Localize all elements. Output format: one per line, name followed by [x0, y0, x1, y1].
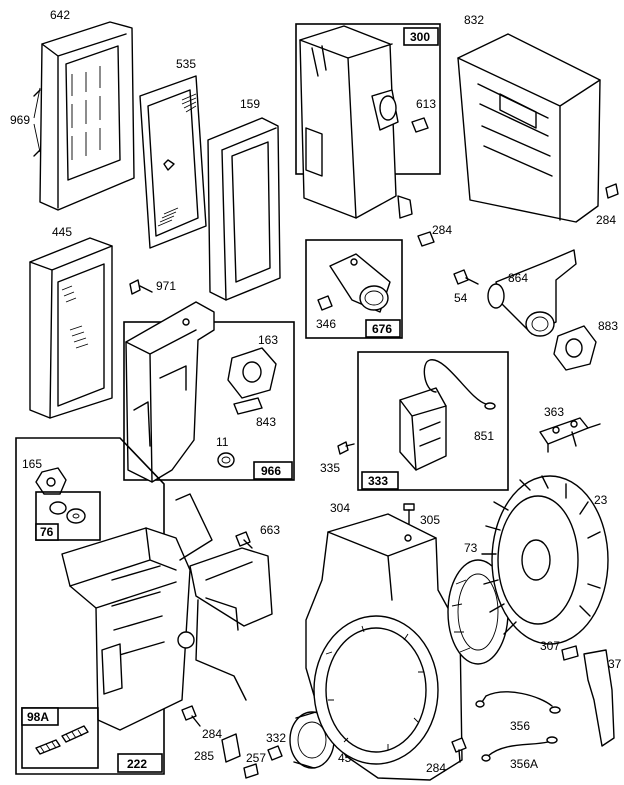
- label-163: 163: [258, 333, 278, 347]
- part-966-bracket: [125, 301, 215, 483]
- part-356a-wire: [481, 736, 558, 762]
- part-23-flywheel: [481, 475, 609, 645]
- screw-284-low-left-icon: [181, 705, 201, 727]
- screw-284-top-icon: [605, 183, 619, 199]
- screw-335-icon: [337, 441, 355, 455]
- part-676-elbow: [329, 253, 391, 313]
- label-23: 23: [594, 493, 608, 507]
- part-163-gasket: [227, 347, 277, 399]
- label-284-low-left: 284: [202, 727, 222, 741]
- label-535: 535: [176, 57, 196, 71]
- part-37-brake: [583, 649, 615, 747]
- screw-54-shank: [465, 277, 479, 285]
- label-966: 966: [261, 464, 281, 478]
- tag-333: [361, 471, 399, 490]
- label-37: 37: [608, 657, 622, 671]
- label-445: 445: [52, 225, 72, 239]
- label-159: 159: [240, 97, 260, 111]
- part-159-tray: [207, 117, 281, 301]
- box-76: [35, 491, 101, 541]
- part-73-cup: [447, 559, 509, 665]
- tag-300: [403, 27, 439, 46]
- tag-98a: [21, 707, 59, 726]
- screw-346-icon: [317, 295, 333, 311]
- label-333: 333: [368, 474, 388, 488]
- tag-222: [117, 753, 163, 773]
- label-356a: 356A: [510, 757, 538, 771]
- spring-98a-icon: [35, 725, 89, 755]
- tag-76: [35, 523, 59, 541]
- box-98a: [21, 707, 99, 769]
- part-535-filter: [139, 75, 207, 249]
- part-864-elbow: [487, 249, 577, 337]
- label-843: 843: [256, 415, 276, 429]
- label-284-top: 284: [596, 213, 616, 227]
- part-363-switch: [539, 417, 601, 453]
- washer-76a-icon: [49, 501, 67, 515]
- label-305: 305: [420, 513, 440, 527]
- label-332: 332: [266, 731, 286, 745]
- part-883-gasket: [553, 325, 597, 371]
- label-676: 676: [372, 322, 392, 336]
- label-335: 335: [320, 461, 340, 475]
- label-285: 285: [194, 749, 214, 763]
- label-832: 832: [464, 13, 484, 27]
- label-76: 76: [40, 525, 54, 539]
- label-300: 300: [410, 30, 430, 44]
- label-864: 864: [508, 271, 528, 285]
- box-676: [305, 239, 403, 339]
- screw-971-icon: [129, 279, 153, 295]
- box-333: [357, 351, 509, 491]
- label-971: 971: [156, 279, 176, 293]
- label-284-mid: 284: [432, 223, 452, 237]
- screw-284-mid-icon: [417, 231, 435, 247]
- label-304: 304: [330, 501, 350, 515]
- label-356: 356: [510, 719, 530, 733]
- screw-613-icon: [411, 117, 429, 133]
- label-284-low-right: 284: [426, 761, 446, 775]
- label-222: 222: [127, 757, 147, 771]
- label-363: 363: [544, 405, 564, 419]
- part-222-control-bracket: [61, 493, 213, 731]
- label-257: 257: [246, 751, 266, 765]
- label-883: 883: [598, 319, 618, 333]
- part-300-muffler: [299, 25, 413, 219]
- part-832-guard: [457, 33, 601, 223]
- label-54: 54: [454, 291, 468, 305]
- part-11-nut: [217, 452, 235, 468]
- screw-305-icon: [403, 503, 415, 525]
- label-969: 969: [10, 113, 30, 127]
- label-851: 851: [474, 429, 494, 443]
- part-445-filter-cartridge: [29, 237, 113, 419]
- part-843-block: [233, 397, 263, 415]
- label-73: 73: [464, 541, 478, 555]
- screw-332-icon: [267, 745, 283, 761]
- screw-54-icon: [453, 269, 469, 285]
- part-851-armature: [399, 359, 496, 471]
- part-165-fan-nut: [35, 467, 67, 495]
- part-222-governor-bracket: [177, 547, 273, 701]
- label-11: 11: [216, 435, 229, 449]
- part-642-air-cleaner-base: [33, 21, 135, 211]
- tag-676: [365, 319, 401, 338]
- label-98a: 98A: [27, 710, 49, 724]
- label-346: 346: [316, 317, 336, 331]
- screw-257-icon: [243, 763, 259, 779]
- label-642: 642: [50, 8, 70, 22]
- label-307: 307: [540, 639, 560, 653]
- label-165: 165: [22, 457, 42, 471]
- label-613: 613: [416, 97, 436, 111]
- part-304-blower-housing: [305, 513, 463, 781]
- tag-966: [253, 461, 293, 480]
- screw-307-icon: [561, 645, 579, 661]
- washer-76b-icon: [66, 508, 86, 524]
- screw-284-low-right-icon: [451, 737, 467, 763]
- label-663: 663: [260, 523, 280, 537]
- screw-663-icon: [235, 531, 253, 549]
- part-285-clip: [221, 733, 241, 763]
- part-356-wire: [475, 691, 561, 714]
